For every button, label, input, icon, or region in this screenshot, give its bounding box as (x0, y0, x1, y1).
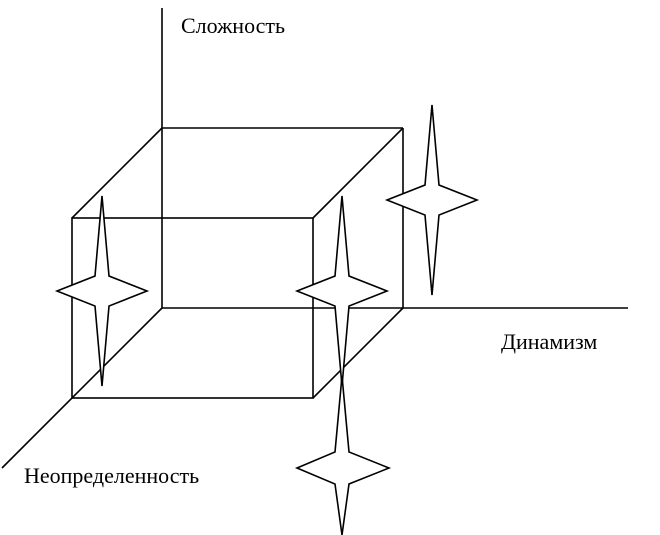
star-marker (384, 104, 480, 296)
cube-front-face (71, 217, 314, 399)
axes (1, 8, 628, 469)
depth-axis (1, 307, 163, 469)
horizontal-axis-label: Динамизм (501, 329, 597, 354)
star-marker (54, 195, 150, 387)
depth-axis-label: Неопределенность (24, 463, 199, 488)
cube-edge (312, 307, 404, 399)
stars (54, 104, 480, 535)
star-marker (294, 195, 390, 387)
cube-edge (312, 127, 404, 219)
cube (71, 127, 404, 399)
star-marker (294, 375, 392, 535)
cube-edge (71, 127, 163, 219)
vertical-axis-label: Сложность (181, 13, 285, 38)
